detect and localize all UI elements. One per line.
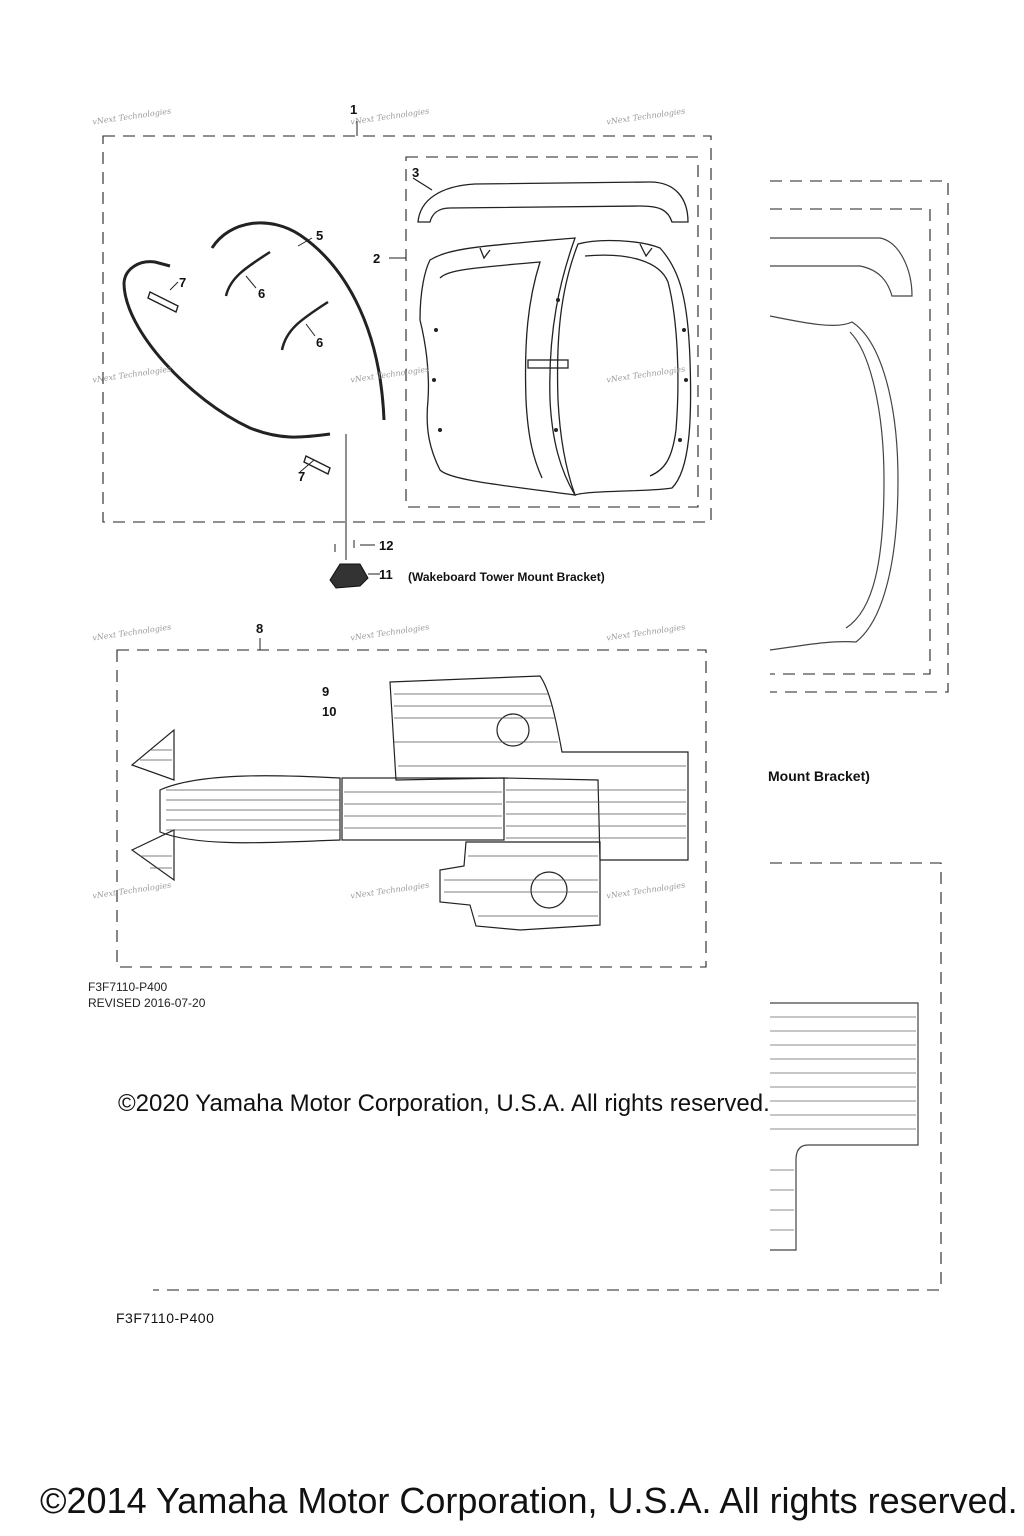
bg-frame-lower: [153, 862, 942, 1291]
part-5-tower-tube: [210, 221, 386, 421]
diagram-code: F3F7110-P400: [88, 980, 168, 994]
callout-11: 11: [379, 567, 393, 582]
bg-frame-outer: [770, 180, 949, 693]
bg-mat-grooves: [770, 1016, 916, 1231]
group-1-frame: [102, 135, 712, 523]
part-3-cover-top: [412, 177, 689, 223]
callout-1: 1: [350, 102, 358, 117]
callout-7-upper: 7: [179, 275, 187, 290]
floor-mat-grooves: [140, 693, 686, 917]
callout-10: 10: [322, 704, 337, 719]
group-2-frame: [405, 156, 699, 508]
callout-6-lower: 6: [316, 335, 324, 350]
diagram-code-lower: F3F7110-P400: [116, 1310, 215, 1326]
bracket-note-partial: Mount Bracket): [768, 768, 870, 784]
callout-2: 2: [373, 251, 381, 266]
callout-5: 5: [316, 228, 324, 243]
part-7-fitting-lower: [303, 455, 331, 475]
bg-cover-piece: [769, 237, 913, 651]
bg-mat-piece: [770, 1002, 919, 1251]
copyright-2014: ©2014 Yamaha Motor Corporation, U.S.A. A…: [40, 1480, 1018, 1521]
callout-3: 3: [412, 165, 420, 180]
part-6-bar-lower: [280, 300, 329, 351]
callout-6-upper: 6: [258, 286, 266, 301]
callout-12: 12: [379, 538, 394, 553]
group-8-frame: [116, 649, 707, 968]
cover-stitching: [432, 298, 688, 442]
part-main-tower-tube: [122, 260, 331, 439]
part-6-bar-upper: [224, 250, 271, 297]
bracket-note: (Wakeboard Tower Mount Bracket): [408, 570, 605, 584]
copyright-2020: ©2020 Yamaha Motor Corporation, U.S.A. A…: [118, 1090, 770, 1117]
callout-8: 8: [256, 621, 264, 636]
revised-date: REVISED 2016-07-20: [88, 996, 206, 1010]
callout-9: 9: [322, 684, 330, 699]
part-8-floor-mat: [130, 675, 689, 931]
part-2-canvas-cover: [419, 237, 692, 496]
part-11-mount-bracket: [329, 563, 369, 589]
part-7-fitting-upper: [147, 291, 179, 313]
bg-frame-inner: [770, 208, 931, 675]
callout-7-lower: 7: [298, 469, 306, 484]
